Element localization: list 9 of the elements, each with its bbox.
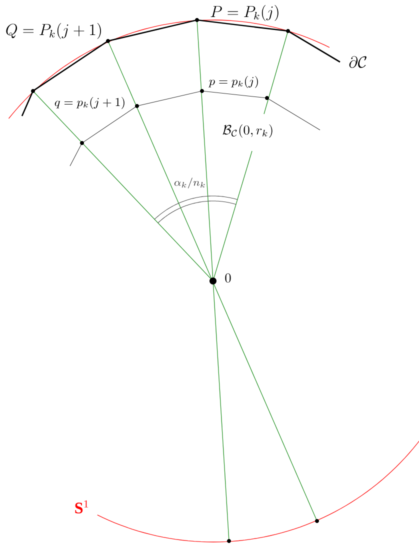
math-label: $\partial\mathcal{C}$ bbox=[349, 56, 366, 68]
math-label: $\alpha_k/n_k$ bbox=[174, 178, 205, 188]
math-label: $q = p_k(j+1)$ bbox=[54, 97, 124, 109]
math-label: $Q = P_k(j+1)$ bbox=[6, 23, 101, 40]
math-label: $\mathbf{S}^1$ bbox=[75, 500, 88, 514]
math-label: $0$ bbox=[225, 273, 231, 283]
math-label: $p = p_k(j)$ bbox=[208, 76, 258, 88]
math-label: $P = P_k(j)$ bbox=[210, 5, 278, 22]
math-label: $\mathcal{B}_{\mathcal{C}}(0,r_k)$ bbox=[222, 124, 272, 138]
